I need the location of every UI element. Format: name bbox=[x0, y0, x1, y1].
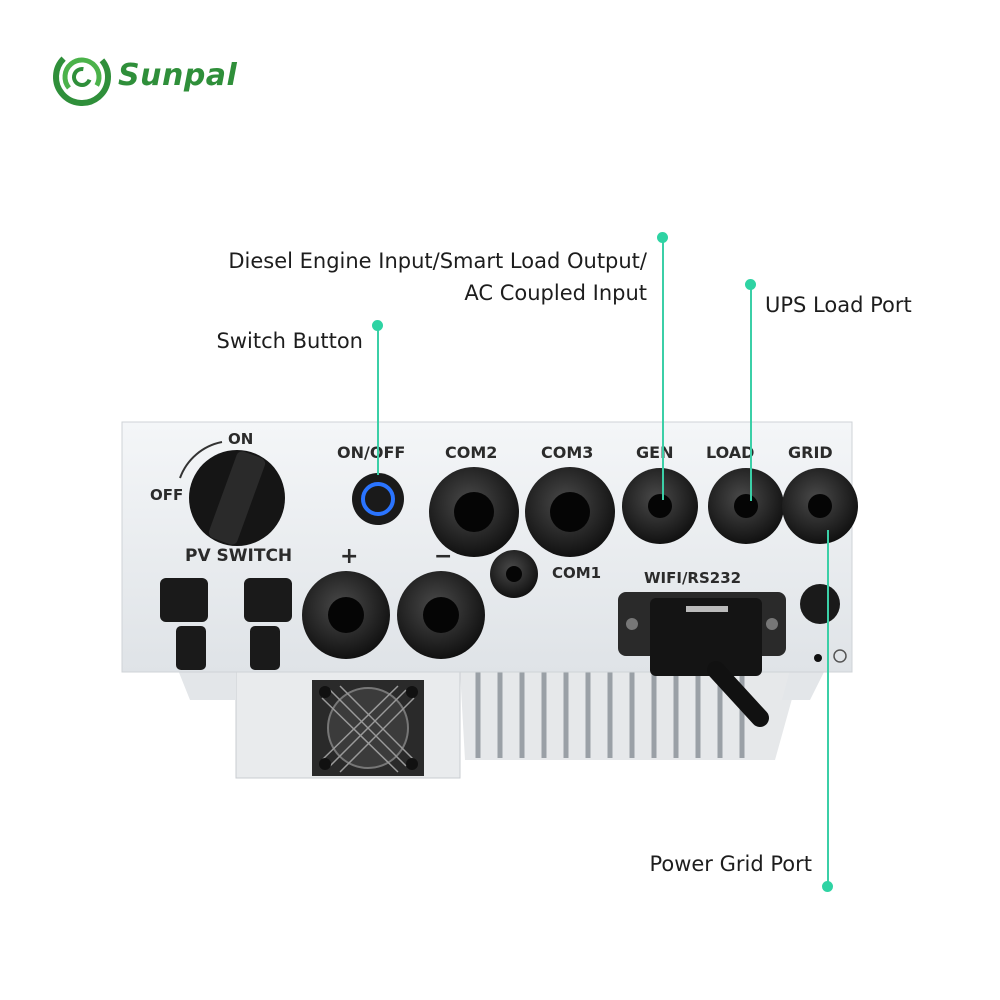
wifi-label: WIFI/RS232 bbox=[644, 569, 741, 587]
callout-diesel-engine-input: Diesel Engine Input/Smart Load Output/ A… bbox=[228, 245, 647, 309]
heatsink bbox=[460, 670, 800, 760]
pv-switch-label: PV SWITCH bbox=[185, 546, 292, 566]
brand-name: Sunpal bbox=[118, 58, 238, 93]
com1-port bbox=[490, 550, 538, 598]
leader-line-diesel bbox=[662, 238, 664, 500]
callout-power-grid-port: Power Grid Port bbox=[649, 852, 812, 876]
ground-terminal bbox=[800, 584, 847, 663]
leader-line-switch bbox=[377, 327, 379, 475]
gen-label: GEN bbox=[636, 443, 673, 462]
pv-on-label: ON bbox=[228, 430, 253, 448]
marker-dot-ups bbox=[745, 279, 756, 290]
cooling-fan bbox=[235, 667, 461, 779]
callout-diesel-line-2: AC Coupled Input bbox=[464, 281, 647, 305]
pv-switch-knob[interactable] bbox=[179, 441, 285, 546]
sunpal-logo bbox=[53, 48, 111, 106]
grid-port bbox=[782, 468, 858, 544]
power-button[interactable] bbox=[352, 473, 404, 525]
gen-port bbox=[622, 468, 698, 544]
com1-label: COM1 bbox=[552, 564, 601, 582]
grid-label: GRID bbox=[788, 443, 833, 462]
battery-plus-label: + bbox=[340, 544, 358, 569]
leader-line-grid bbox=[827, 530, 829, 886]
marker-dot-switch bbox=[372, 320, 383, 331]
com3-port bbox=[525, 467, 615, 557]
callout-switch-button: Switch Button bbox=[216, 329, 363, 353]
on-off-label: ON/OFF bbox=[337, 443, 405, 462]
com2-label: COM2 bbox=[445, 443, 497, 462]
leader-line-ups bbox=[750, 285, 752, 501]
com2-port bbox=[429, 467, 519, 557]
battery-minus-port bbox=[397, 571, 485, 659]
battery-minus-label: − bbox=[434, 544, 452, 569]
marker-dot-diesel bbox=[657, 232, 668, 243]
pv-off-label: OFF bbox=[150, 486, 183, 504]
marker-dot-grid bbox=[822, 881, 833, 892]
battery-plus-port bbox=[302, 571, 390, 659]
load-label: LOAD bbox=[706, 443, 754, 462]
load-port bbox=[708, 468, 784, 544]
wifi-module bbox=[618, 592, 786, 727]
com3-label: COM3 bbox=[541, 443, 593, 462]
pv-connectors bbox=[160, 578, 292, 670]
callout-ups-load-port: UPS Load Port bbox=[765, 293, 912, 317]
callout-diesel-line-1: Diesel Engine Input/Smart Load Output/ bbox=[228, 249, 647, 273]
